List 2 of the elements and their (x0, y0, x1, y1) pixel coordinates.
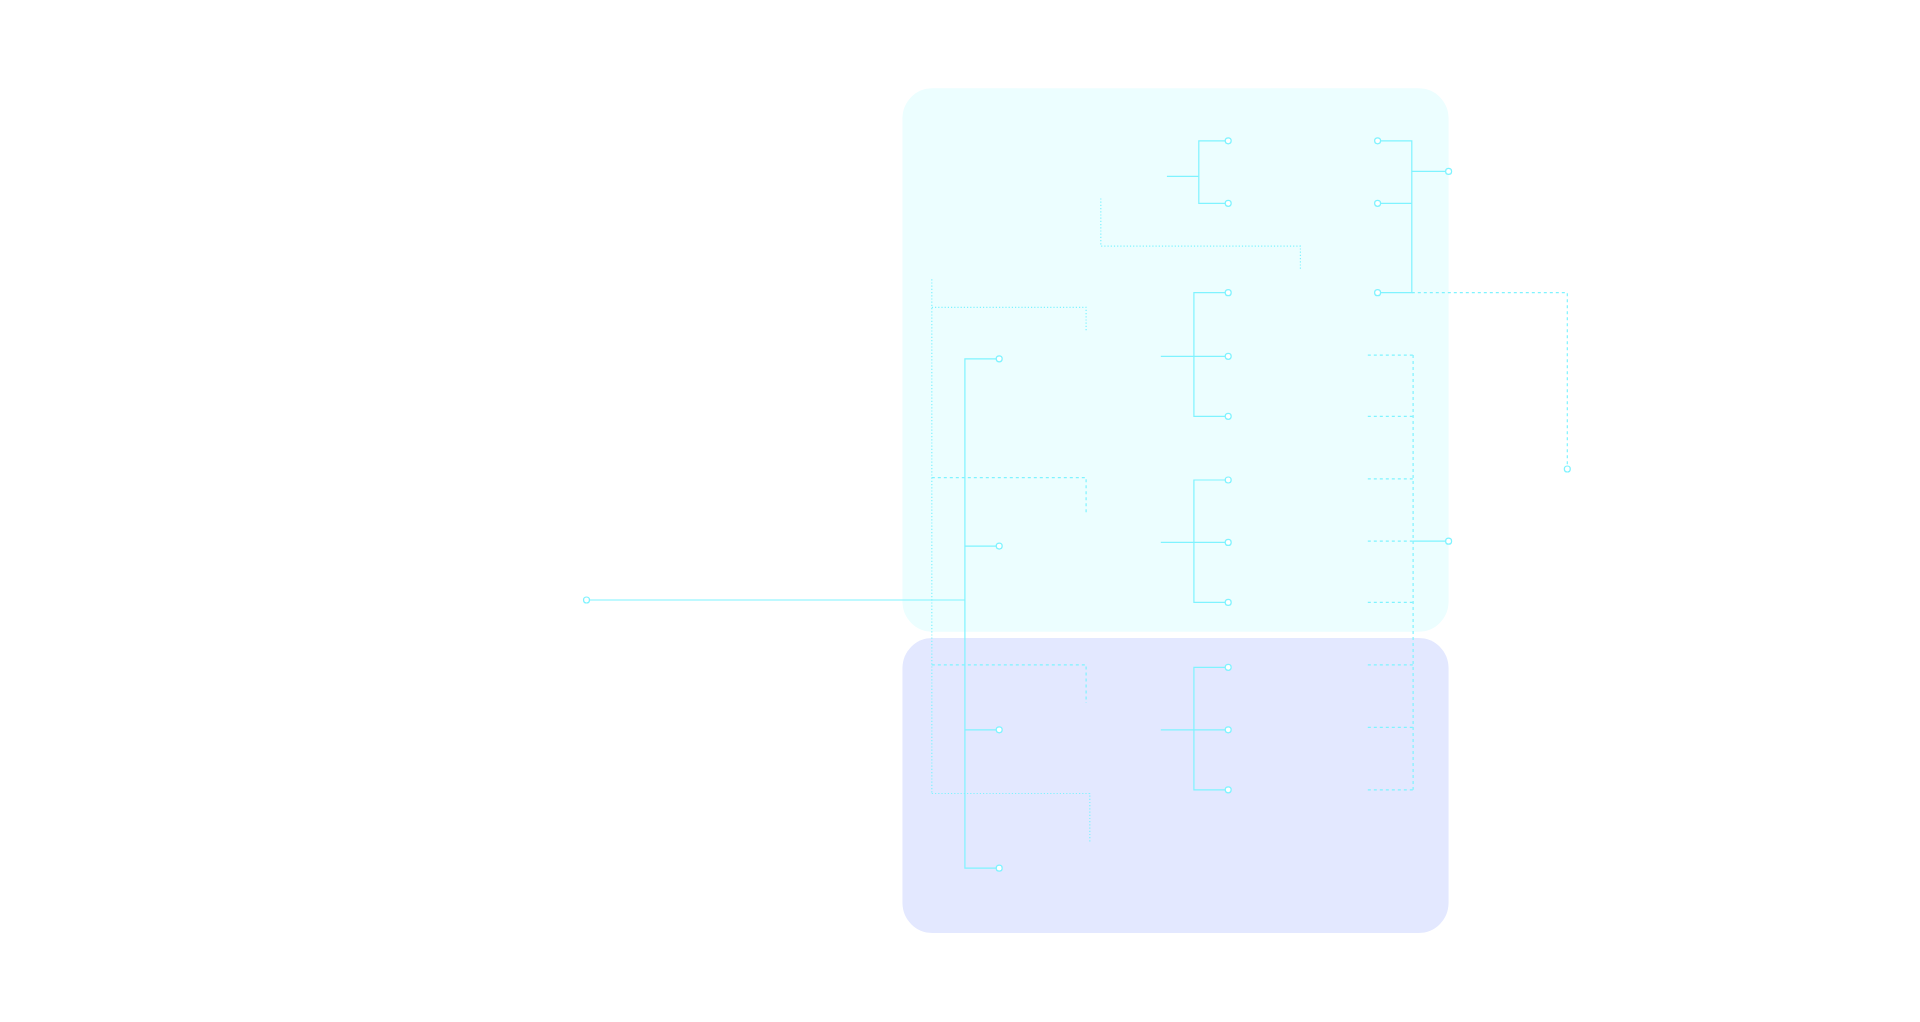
panel (902, 88, 1449, 632)
panel (902, 637, 1449, 934)
